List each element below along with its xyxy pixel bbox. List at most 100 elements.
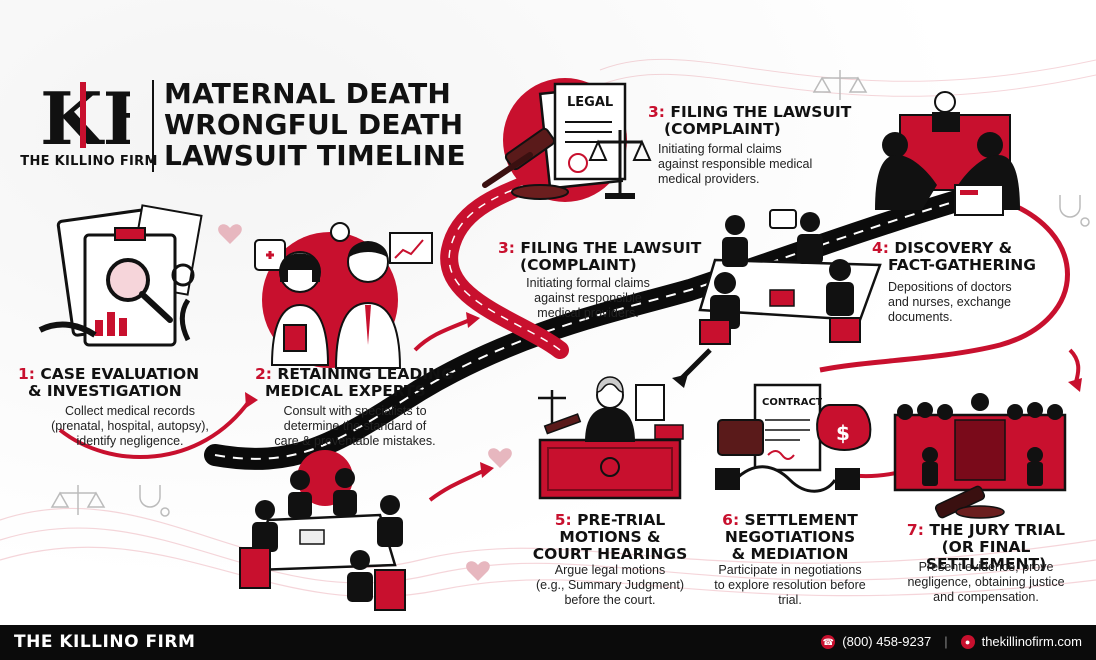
step-title-line: FACT-GATHERING <box>888 256 1036 274</box>
filing-lawsuit-illustration <box>482 78 652 202</box>
step-title-line: (COMPLAINT) <box>520 256 637 274</box>
step-number: 3: <box>498 239 515 257</box>
desc-line: medical providers. <box>658 172 760 186</box>
step-title-line: MOTIONS & <box>559 528 661 546</box>
step-number: 1: <box>18 365 35 383</box>
step-5-title: 5: PRE-TRIAL MOTIONS & COURT HEARINGS <box>520 512 700 563</box>
step-title-line: THE JURY TRIAL <box>929 521 1066 539</box>
step-title-line: RETAINING LEADING <box>277 365 454 383</box>
title-line: WRONGFUL DEATH <box>164 108 464 141</box>
step-title-line: COURT HEARINGS <box>532 545 688 563</box>
desc-line: care & preventable mistakes. <box>274 434 436 448</box>
step-6-title: 6: SETTLEMENT NEGOTIATIONS & MEDIATION <box>700 512 880 563</box>
courtroom-judge-illustration <box>538 376 684 500</box>
step-4-title: 4: DISCOVERY & FACT-GATHERING <box>872 240 1036 274</box>
legal-document-label: LEGAL <box>567 95 613 110</box>
desc-line: against responsible <box>534 291 642 305</box>
desc-line: identify negligence. <box>76 434 184 448</box>
courtroom-handshake-illustration <box>875 91 1020 216</box>
arrow-icon <box>58 398 252 460</box>
step-title-line: PRE-TRIAL <box>577 511 666 529</box>
footer-brand: THE KILLINO FIRM <box>14 632 196 652</box>
step-title-line: & INVESTIGATION <box>28 382 182 400</box>
desc-line: medical providers. <box>537 306 639 320</box>
desc-line: before the court. <box>564 593 656 607</box>
desc-line: and nurses, exchange <box>888 295 1012 309</box>
scales-of-justice-icon <box>50 70 868 515</box>
step-title-line: MEDICAL EXPERTS <box>265 382 426 400</box>
step-title-line: DISCOVERY & <box>894 239 1013 257</box>
desc-line: Initiating formal claims <box>526 276 650 290</box>
case-evaluation-illustration <box>38 204 203 347</box>
step-title-line: SETTLEMENT <box>744 511 858 529</box>
firm-logo: KF <box>40 76 154 161</box>
stethoscope-icon <box>139 195 1090 517</box>
discovery-meeting-illustration <box>698 209 882 345</box>
step-number: 3: <box>648 103 665 121</box>
step-title-line: FILING THE LAWSUIT <box>520 239 702 257</box>
step-3-top-description: Initiating formal claims against respons… <box>658 142 838 187</box>
jury-trial-illustration <box>893 393 1067 519</box>
desc-line: Participate in negotiations <box>718 563 862 577</box>
svg-text:LEGAL: LEGAL <box>567 95 613 110</box>
step-1-description: Collect medical records (prenatal, hospi… <box>40 404 220 449</box>
phone-link[interactable]: (800) 458-9237 <box>842 634 932 649</box>
svg-text:$: $ <box>836 421 850 445</box>
page-title: MATERNAL DEATH WRONGFUL DEATH LAWSUIT TI… <box>164 78 466 171</box>
title-line: MATERNAL DEATH <box>164 77 452 110</box>
step-number: 4: <box>872 239 889 257</box>
step-title-line: & MEDIATION <box>731 545 849 563</box>
step-number: 2: <box>255 365 272 383</box>
legal-team-illustration <box>239 450 406 611</box>
desc-line: trial. <box>778 593 802 607</box>
desc-line: negligence, obtaining justice <box>907 575 1065 589</box>
step-4-description: Depositions of doctors and nurses, excha… <box>888 280 1058 325</box>
step-number: 5: <box>554 511 572 529</box>
phone-icon: ☎ <box>821 634 836 649</box>
settlement-handshake-illustration: $ <box>715 383 872 493</box>
step-title-line: FILING THE LAWSUIT <box>670 103 852 121</box>
desc-line: documents. <box>888 310 953 324</box>
svg-text:CONTRACT: CONTRACT <box>762 397 822 408</box>
step-title-line: (COMPLAINT) <box>664 120 781 138</box>
step-1-title: 1: CASE EVALUATION & INVESTIGATION <box>18 366 199 400</box>
desc-line: to explore resolution before <box>714 578 866 592</box>
desc-line: against responsible medical <box>658 157 813 171</box>
contract-label: CONTRACT <box>762 397 822 408</box>
logo-firm-name: THE KILLINO FIRM <box>20 154 158 169</box>
desc-line: Depositions of doctors <box>888 280 1012 294</box>
heart-rate-icon <box>218 224 512 581</box>
kf-logo-icon: KF <box>40 76 154 161</box>
step-3-title: 3: FILING THE LAWSUIT (COMPLAINT) <box>498 240 701 274</box>
desc-line: Present evidence, prove <box>918 560 1054 574</box>
header-divider <box>152 80 154 172</box>
step-5-description: Argue legal motions (e.g., Summary Judgm… <box>520 563 700 608</box>
step-title-line: (OR FINAL SETTLEMENT) <box>925 538 1047 573</box>
step-3-description: Initiating formal claims against respons… <box>508 276 668 321</box>
step-2-title: 2: RETAINING LEADING MEDICAL EXPERTS <box>255 366 454 400</box>
step-7-description: Present evidence, prove negligence, obta… <box>891 560 1081 605</box>
footer-bar: THE KILLINO FIRM ☎ (800) 458-9237 | ● th… <box>0 625 1096 660</box>
desc-line: Initiating formal claims <box>658 142 782 156</box>
desc-line: determine the standard of <box>283 419 427 433</box>
title-line: LAWSUIT TIMELINE <box>164 139 466 172</box>
desc-line: (prenatal, hospital, autopsy), <box>51 419 209 433</box>
red-curve-right <box>819 197 1070 373</box>
website-link[interactable]: thekillinofirm.com <box>981 634 1082 649</box>
step-7-title: 7: THE JURY TRIAL (OR FINAL SETTLEMENT) <box>886 522 1086 573</box>
desc-line: Consult with specialists to <box>283 404 427 418</box>
desc-line: (e.g., Summary Judgment) <box>536 578 684 592</box>
step-3-top-title: 3: FILING THE LAWSUIT (COMPLAINT) <box>648 104 851 138</box>
globe-icon: ● <box>960 634 975 649</box>
footer-contact: ☎ (800) 458-9237 | ● thekillinofirm.com <box>821 634 1082 649</box>
step-6-description: Participate in negotiations to explore r… <box>700 563 880 608</box>
step-2-description: Consult with specialists to determine th… <box>265 404 445 449</box>
step-title-line: NEGOTIATIONS <box>724 528 856 546</box>
step-title-line: CASE EVALUATION <box>40 365 200 383</box>
desc-line: and compensation. <box>933 590 1039 604</box>
decorative-wave-lines <box>0 58 1096 598</box>
desc-line: Argue legal motions <box>554 563 666 577</box>
footer-separator: | <box>944 634 948 649</box>
